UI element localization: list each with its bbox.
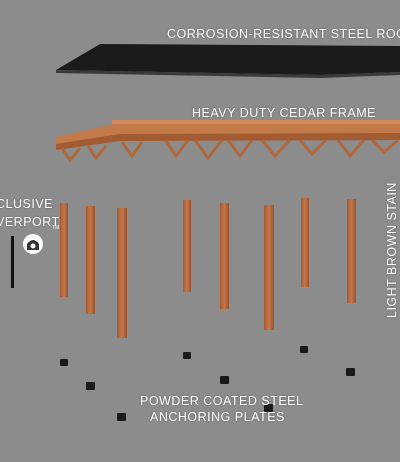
cedar-posts [60,198,356,338]
plates-label-line1: POWDER COATED STEEL [140,394,304,408]
cedar-frame [56,120,400,163]
post [347,199,356,303]
plate [220,376,229,384]
plate [264,404,273,412]
post [60,203,68,297]
plate [346,368,355,376]
trademark-mark: TM [52,225,60,231]
stain-label: LIGHT BROWN STAIN [385,182,399,318]
brand-logo [11,234,43,288]
steel-roof-panel [56,44,400,78]
post [301,198,309,287]
plate [183,352,191,359]
plate [300,346,308,353]
post [264,205,274,330]
plates-label-line2: ANCHORING PLATES [150,410,285,424]
post [86,206,95,314]
post [183,200,191,292]
brand-text-line1: CLUSIVE [0,197,53,211]
anchoring-plates [60,346,355,421]
plate [60,359,68,366]
post [220,203,229,309]
plate [117,413,126,421]
frame-label: HEAVY DUTY CEDAR FRAME [192,106,376,120]
roof-label: CORROSION-RESISTANT STEEL ROOF [167,27,400,41]
brand-text-line2: VERPORT [0,215,60,229]
plate [86,382,95,390]
post [117,208,127,338]
